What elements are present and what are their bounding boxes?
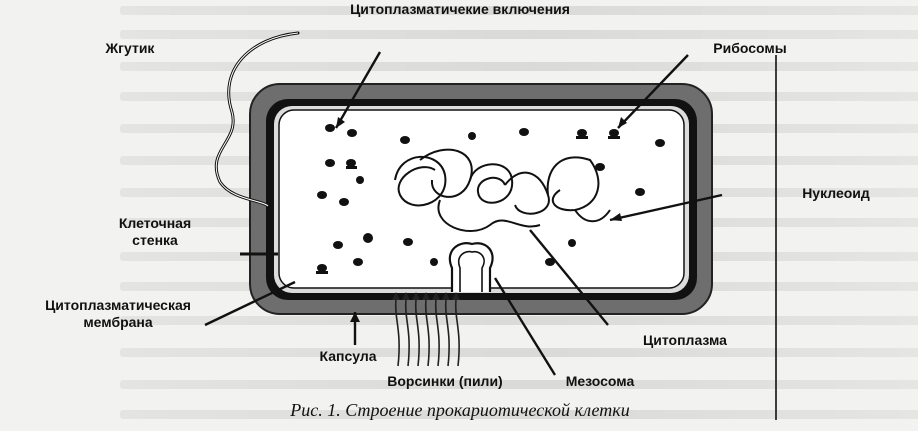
label-ribosomes: Рибосомы — [713, 40, 787, 56]
label-cytoplasm: Цитоплазма — [643, 332, 727, 348]
ribosome-base — [316, 271, 328, 274]
ribosome-base — [608, 136, 620, 139]
ribosome — [325, 159, 335, 167]
ribosome-group — [316, 124, 665, 274]
label-membrane: Цитоплазматическая мембрана — [45, 297, 191, 330]
ribosome — [400, 136, 410, 144]
ribosome — [655, 139, 665, 147]
pilus — [414, 299, 420, 367]
ribosome — [317, 191, 327, 199]
ribosome — [403, 238, 413, 246]
leader-arrowheads — [336, 117, 627, 322]
leader-cytoplasm — [529, 229, 609, 326]
figure-caption: Рис. 1. Строение прокариотической клетки — [290, 400, 630, 420]
label-cell-wall: Клеточная стенка — [118, 215, 192, 248]
label-mesosome: Мезосома — [565, 373, 635, 389]
ribosome — [609, 129, 619, 137]
leader-nucleoid — [609, 193, 723, 222]
ribosome — [353, 258, 363, 266]
ribosome — [577, 129, 587, 137]
pili-group — [394, 299, 460, 367]
mesosome — [448, 242, 494, 292]
label-capsule: Капсула — [319, 348, 377, 364]
ribosome — [545, 258, 555, 266]
pilus — [424, 299, 430, 367]
pilus — [444, 299, 450, 367]
pilus — [394, 299, 400, 367]
pilus — [434, 299, 440, 367]
label-flagellum: Жгутик — [105, 40, 155, 56]
pilus — [454, 299, 460, 367]
ribosome — [325, 124, 335, 132]
pili-arrow-tips — [392, 292, 460, 300]
ribosome — [595, 163, 605, 171]
ribosome-base — [346, 166, 357, 169]
label-inclusions: Цитоплазматичекие включения — [350, 1, 570, 17]
leader-lines — [204, 51, 777, 420]
ribosome — [468, 132, 476, 140]
ribosome — [339, 198, 349, 206]
mesosome-inner-fold — [458, 250, 485, 292]
ribosome — [635, 188, 645, 196]
ribosome — [356, 176, 364, 184]
nucleoid — [394, 148, 611, 232]
leader-mesosome — [493, 277, 557, 376]
leader-membrane — [204, 280, 296, 327]
ribosome — [346, 159, 356, 167]
ribosome — [333, 241, 343, 249]
ribosome — [363, 233, 373, 243]
pilus — [404, 299, 410, 367]
label-nucleoid: Нуклеоид — [802, 185, 870, 201]
leader-inclusions — [334, 51, 382, 129]
ribosome-base — [576, 136, 588, 139]
ribosome — [347, 129, 357, 137]
ribosome — [519, 128, 529, 136]
ribosome — [568, 239, 576, 247]
ribosome — [317, 264, 327, 272]
ribosome — [430, 258, 438, 266]
leader-ribosomes — [617, 54, 689, 129]
flagellum-highlight — [215, 32, 299, 207]
label-pili: Ворсинки (пили) — [387, 373, 503, 389]
